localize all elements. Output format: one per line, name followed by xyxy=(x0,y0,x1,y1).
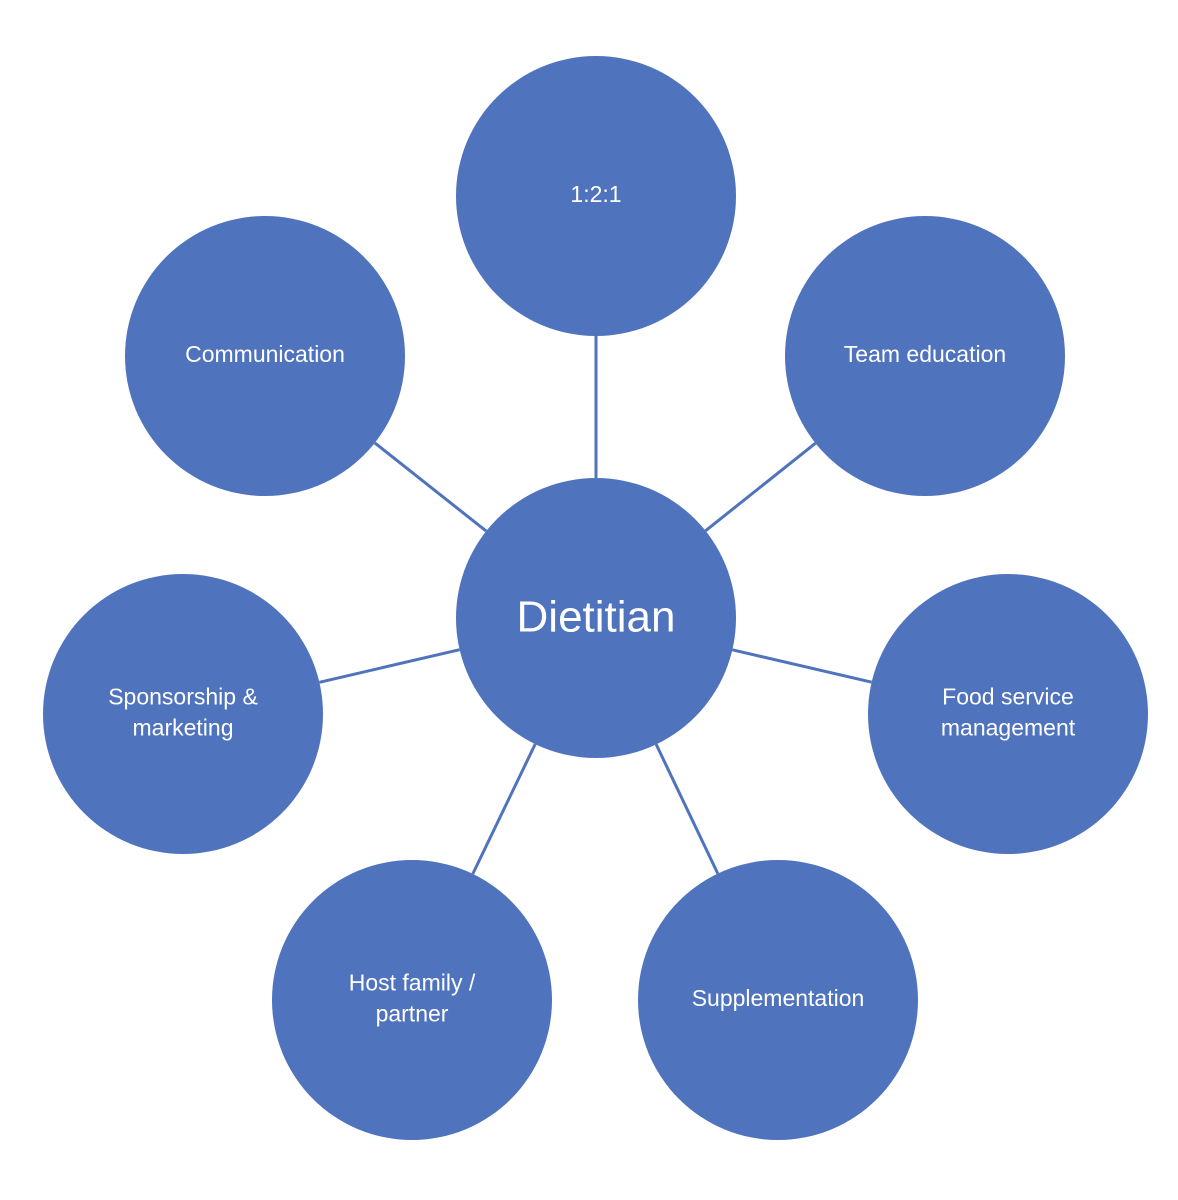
node-host-family-partner-label-line-1: Host family / xyxy=(349,970,476,996)
node-121: 1:2:1 xyxy=(456,56,736,336)
node-communication-circle xyxy=(125,216,405,496)
node-communication-label-line-1: Communication xyxy=(185,341,345,367)
node-host-family-partner-circle xyxy=(272,860,552,1140)
connector-team-education xyxy=(704,442,817,532)
node-communication: Communication xyxy=(125,216,405,496)
center-circle xyxy=(456,478,736,758)
node-supplementation: Supplementation xyxy=(638,860,918,1140)
node-sponsorship-marketing: Sponsorship & marketing xyxy=(43,574,323,854)
node-team-education-circle xyxy=(785,216,1065,496)
node-121-circle xyxy=(456,56,736,336)
node-121-label-line-1: 1:2:1 xyxy=(570,181,621,207)
connector-food-service-management xyxy=(731,648,873,684)
node-team-education: Team education xyxy=(785,216,1065,496)
node-sponsorship-marketing-label-line-2: marketing xyxy=(133,715,234,741)
node-food-service-management-circle xyxy=(868,574,1148,854)
node-host-family-partner: Host family / partner xyxy=(272,860,552,1140)
connector-communication xyxy=(373,441,488,533)
center-node: Dietitian xyxy=(456,478,736,758)
node-sponsorship-marketing-label-line-1: Sponsorship & xyxy=(108,684,258,710)
node-food-service-management-label-line-1: Food service xyxy=(942,684,1074,710)
node-sponsorship-marketing-circle xyxy=(43,574,323,854)
connector-lines xyxy=(319,336,873,875)
connector-host-family-partner xyxy=(471,743,537,875)
node-food-service-management: Food service management xyxy=(868,574,1148,854)
connector-supplementation xyxy=(654,743,720,875)
node-supplementation-label-line-1: Supplementation xyxy=(692,985,865,1011)
center-label: Dietitian xyxy=(517,593,676,642)
node-host-family-partner-label-line-2: partner xyxy=(376,1001,449,1027)
node-food-service-management-label-line-2: management xyxy=(941,715,1076,741)
connector-sponsorship-marketing xyxy=(319,648,460,684)
node-team-education-label-line-1: Team education xyxy=(844,341,1006,367)
node-supplementation-circle xyxy=(638,860,918,1140)
